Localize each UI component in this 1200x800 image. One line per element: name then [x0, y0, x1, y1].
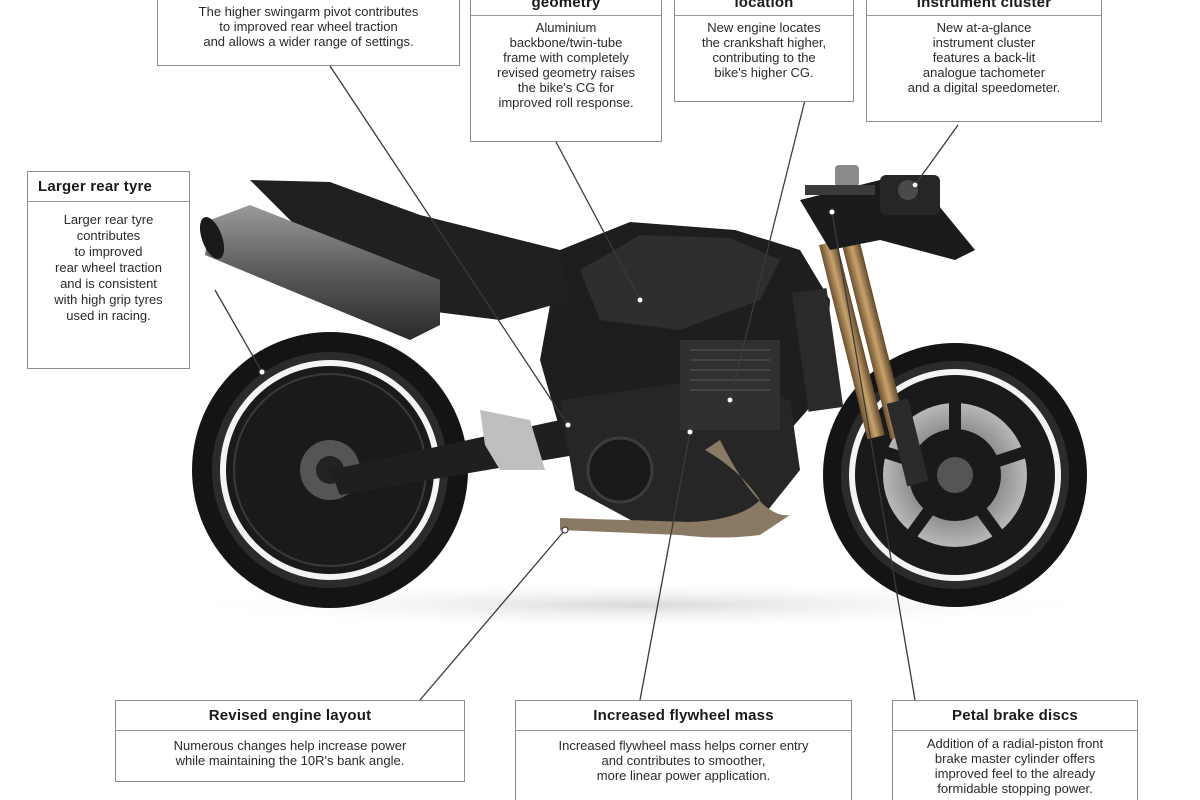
text-line: rear wheel traction	[55, 260, 162, 275]
text-line: and a digital speedometer.	[907, 80, 1061, 95]
text-line: backbone/twin-tube	[509, 35, 623, 50]
text-line: contributes	[76, 228, 141, 243]
text-line: the bike's CG for	[517, 80, 615, 95]
text-line: improved feel to the already	[934, 766, 1096, 781]
callout-engine-layout: Revised engine layout Numerous changes h…	[115, 700, 465, 782]
callout-engine-layout-body: Numerous changes help increase power whi…	[116, 731, 464, 772]
text-line: Larger rear tyre	[63, 212, 154, 227]
text-line: to improved	[74, 244, 143, 259]
callout-flywheel-body: Increased flywheel mass helps corner ent…	[516, 731, 851, 787]
radiator	[791, 288, 844, 412]
text-line: bike's higher CG.	[714, 65, 814, 80]
front-forks	[819, 240, 929, 487]
callout-brakes-body: Addition of a radial-piston front brake …	[893, 731, 1137, 800]
exhaust-headers	[560, 440, 790, 538]
callout-swingarm: The higher swingarm pivot contributes to…	[157, 0, 460, 66]
text-line: used in racing.	[66, 308, 151, 323]
tail-section	[250, 180, 570, 320]
callout-instrument-body: New at-a-glance instrument cluster featu…	[867, 16, 1101, 99]
text-line: analogue tachometer	[922, 65, 1046, 80]
callout-brakes: Petal brake discs Addition of a radial-p…	[892, 700, 1138, 800]
callout-location: location New engine locates the cranksha…	[674, 0, 854, 102]
text-line: more linear power application.	[596, 768, 771, 783]
callout-rear-tyre: Larger rear tyre Larger rear tyre contri…	[27, 171, 190, 369]
text-line: brake master cylinder offers	[934, 751, 1096, 766]
text-line: improved roll response.	[498, 95, 634, 110]
exhaust-silencer	[199, 205, 440, 340]
callout-location-body: New engine locates the crankshaft higher…	[675, 16, 853, 84]
callout-location-title: location	[675, 0, 853, 16]
callout-swingarm-body: The higher swingarm pivot contributes to…	[158, 0, 459, 53]
callout-engine-layout-title: Revised engine layout	[116, 701, 464, 731]
text-line: instrument cluster	[932, 35, 1036, 50]
callout-geometry-body: Aluminium backbone/twin-tube frame with …	[471, 16, 661, 114]
text-line: to improved rear wheel traction	[219, 19, 398, 34]
text-line: New engine locates	[707, 20, 821, 35]
text-line: frame with completely	[503, 50, 629, 65]
callout-flywheel-title: Increased flywheel mass	[516, 701, 851, 731]
text-line: and allows a wider range of settings.	[203, 34, 414, 49]
text-line: features a back-lit	[932, 50, 1036, 65]
callout-rear-tyre-title: Larger rear tyre	[28, 172, 189, 202]
callout-instrument-title: instrument cluster	[867, 0, 1101, 16]
callout-flywheel: Increased flywheel mass Increased flywhe…	[515, 700, 852, 800]
leader-lines	[214, 65, 959, 701]
text-line: New at-a-glance	[936, 20, 1032, 35]
text-line: Aluminium	[535, 20, 597, 35]
text-line: Numerous changes help increase power	[173, 738, 407, 753]
callout-rear-tyre-body: Larger rear tyre contributes to improved…	[28, 202, 189, 328]
rear-sets	[480, 410, 545, 470]
callout-geometry-title: geometry	[471, 0, 661, 16]
engine-block	[560, 340, 800, 525]
text-line: formidable stopping power.	[937, 781, 1093, 796]
text-line: revised geometry raises	[497, 65, 635, 80]
callout-brakes-title: Petal brake discs	[893, 701, 1137, 731]
tank-top	[580, 235, 780, 330]
leader-dots	[258, 181, 919, 534]
text-line: contributing to the	[712, 50, 816, 65]
text-line: while maintaining the 10R's bank angle.	[175, 753, 405, 768]
text-line: with high grip tyres	[54, 292, 163, 307]
text-line: Increased flywheel mass helps corner ent…	[558, 738, 809, 753]
ground-shadow	[170, 580, 1110, 630]
text-line: Addition of a radial-piston front	[926, 736, 1104, 751]
front-cockpit	[800, 165, 975, 260]
callout-instrument: instrument cluster New at-a-glance instr…	[866, 0, 1102, 122]
text-line: and contributes to smoother,	[601, 753, 766, 768]
text-line: the crankshaft higher,	[701, 35, 827, 50]
text-line: The higher swingarm pivot contributes	[198, 4, 419, 19]
text-line: and is consistent	[60, 276, 157, 291]
callout-geometry: geometry Aluminium backbone/twin-tube fr…	[470, 0, 662, 142]
